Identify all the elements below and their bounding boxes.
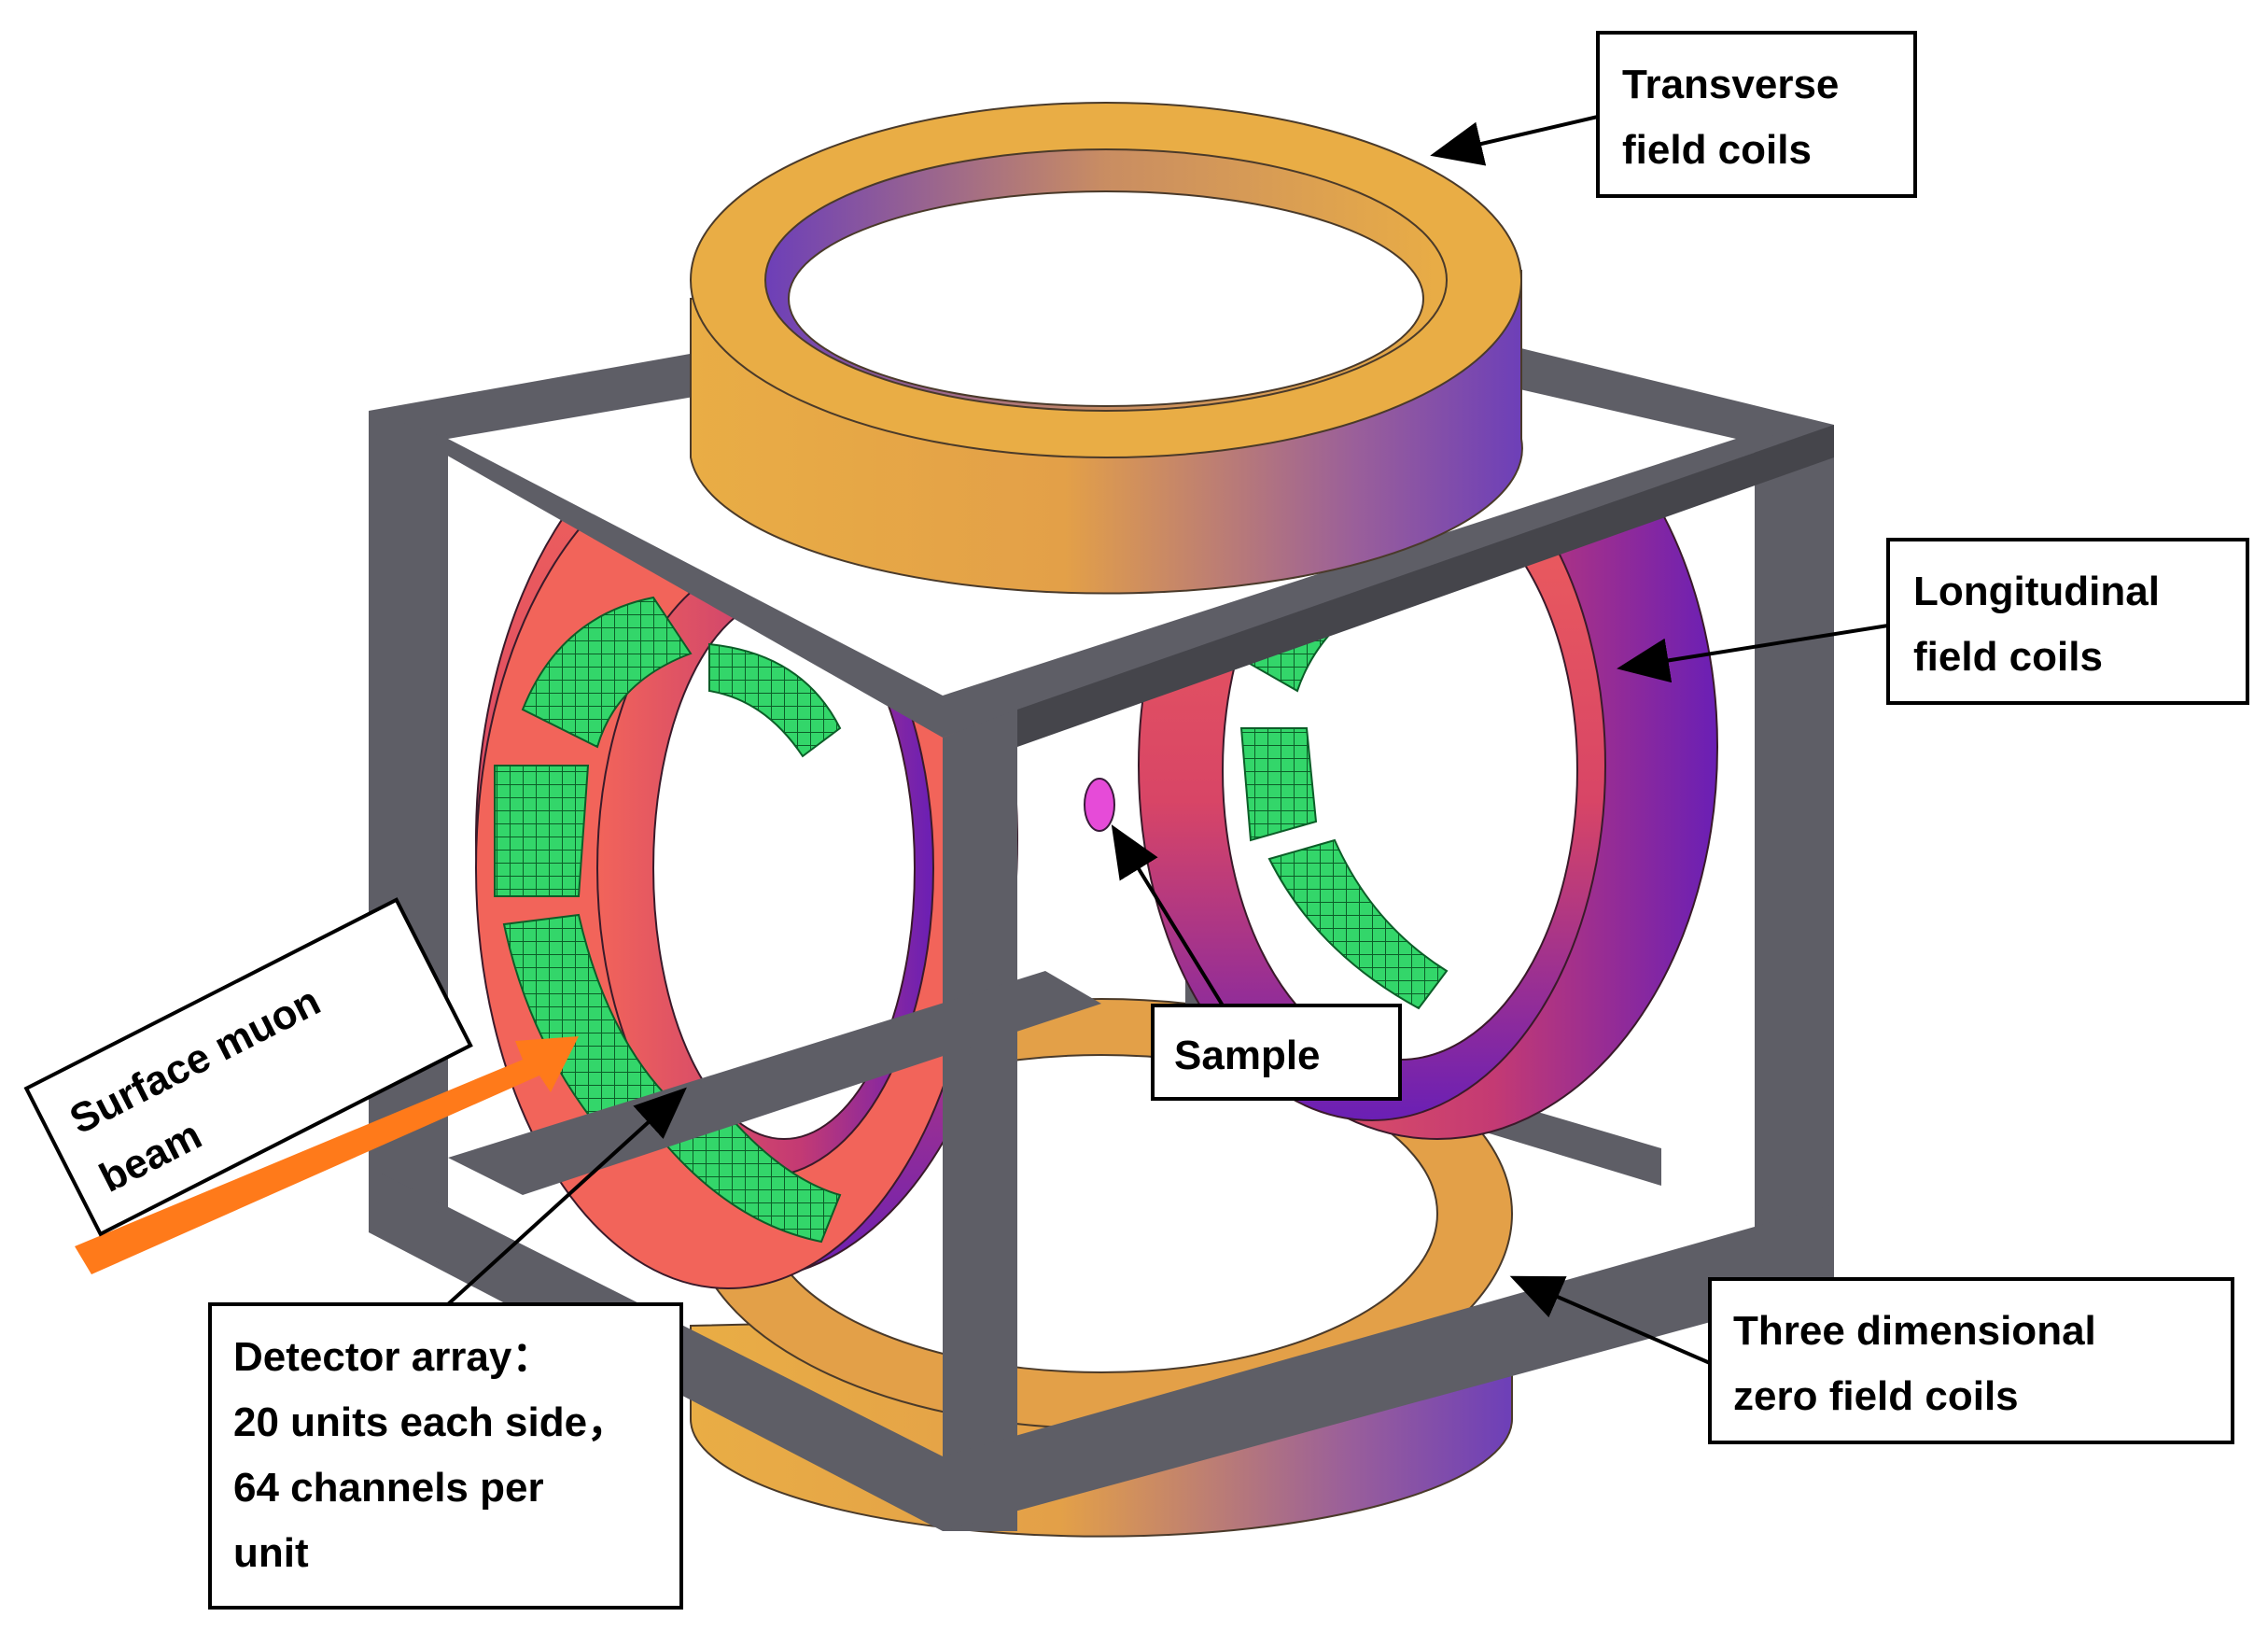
svg-text:unit: unit (233, 1530, 309, 1576)
svg-text:64 channels per: 64 channels per (233, 1465, 544, 1511)
svg-text:Detector array：: Detector array： (233, 1334, 553, 1380)
svg-text:field coils: field coils (1913, 634, 2103, 680)
svg-text:20 units each side，: 20 units each side， (233, 1399, 628, 1445)
svg-text:Longitudinal: Longitudinal (1913, 569, 2160, 614)
label-beam: Surface muon beam (23, 897, 473, 1237)
svg-text:field coils: field coils (1622, 127, 1812, 173)
label-longitudinal: Longitudinal field coils (1617, 538, 2249, 705)
label-zero-field: Three dimensional zero field coils (1509, 1275, 2234, 1444)
svg-text:zero field coils: zero field coils (1733, 1373, 2019, 1419)
beam-arrow (75, 1036, 579, 1274)
label-sample: Sample (1111, 824, 1402, 1101)
svg-text:Transverse: Transverse (1622, 62, 1839, 107)
top-transverse-coil (690, 102, 1523, 595)
svg-text:Three dimensional: Three dimensional (1733, 1308, 2096, 1354)
label-transverse: Transverse field coils (1430, 31, 1917, 198)
label-detector: Detector array： 20 units each side， 64 c… (208, 1087, 687, 1610)
left-detector-array (494, 596, 842, 1244)
svg-text:Sample: Sample (1174, 1033, 1321, 1078)
sample-disc (1084, 778, 1115, 832)
